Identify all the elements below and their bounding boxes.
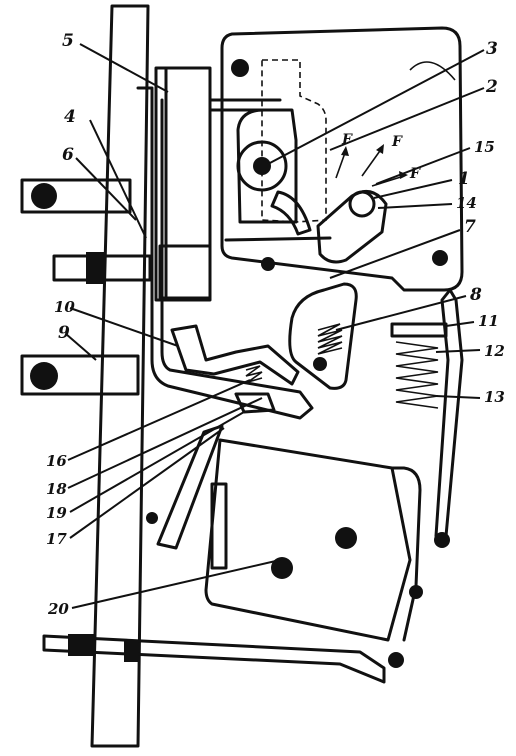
catch-plate bbox=[234, 392, 276, 414]
base-bolt-lower bbox=[271, 557, 293, 579]
pivot-bracket bbox=[236, 108, 298, 224]
callout-17: 17 bbox=[46, 530, 67, 548]
force-label-f-3: F bbox=[409, 166, 421, 182]
callout-8: 8 bbox=[469, 285, 482, 305]
callout-16: 16 bbox=[46, 452, 67, 470]
pivot-bolt-outer bbox=[236, 140, 288, 192]
right-spring bbox=[395, 341, 439, 409]
bracket-bottom bbox=[224, 236, 332, 242]
terminal-upper bbox=[20, 178, 132, 214]
callout-1: 1 bbox=[458, 169, 470, 189]
small-spring bbox=[245, 365, 263, 383]
callout-7: 7 bbox=[464, 217, 476, 237]
base-slot bbox=[210, 482, 228, 570]
coil-block bbox=[154, 66, 212, 302]
callout-13: 13 bbox=[484, 388, 505, 406]
right-rod bbox=[434, 288, 464, 538]
callout-labels: 5 3 2 4 6 15 1 14 7 8 10 9 11 12 13 16 1… bbox=[46, 31, 505, 618]
contact-roller bbox=[348, 190, 376, 218]
callout-14: 14 bbox=[456, 194, 477, 212]
terminal-mid-nut bbox=[86, 252, 104, 284]
callout-5: 5 bbox=[62, 31, 74, 51]
tie-rod-nut-right bbox=[388, 652, 404, 668]
terminal-lower bbox=[20, 354, 140, 396]
callout-11: 11 bbox=[478, 312, 499, 330]
callout-10: 10 bbox=[54, 298, 75, 316]
bottom-tie-rod bbox=[42, 634, 386, 684]
mounting-panel bbox=[90, 4, 150, 748]
dashed-cover bbox=[261, 59, 327, 223]
leader-lines bbox=[65, 43, 485, 609]
lower-linkage bbox=[170, 324, 300, 386]
callout-12: 12 bbox=[484, 342, 505, 360]
callout-2: 2 bbox=[485, 77, 498, 97]
upper-mounting-plate bbox=[220, 26, 464, 292]
callout-3: 3 bbox=[486, 39, 498, 59]
tie-rod-nut-left bbox=[68, 634, 94, 656]
base-bolt-upper bbox=[335, 527, 357, 549]
callout-4: 4 bbox=[64, 107, 76, 127]
callout-6: 6 bbox=[62, 145, 74, 165]
base-block bbox=[204, 438, 412, 642]
spring-lever bbox=[288, 282, 358, 390]
pivot-bolt bbox=[253, 157, 271, 175]
lever-pin bbox=[313, 357, 327, 371]
plate-bolt-right bbox=[432, 250, 448, 266]
force-labels: F F F bbox=[341, 132, 421, 182]
base-bolt-side bbox=[409, 585, 423, 599]
tie-rod-nut-mid bbox=[124, 640, 138, 662]
armature-bar bbox=[136, 86, 314, 420]
upper-spring bbox=[317, 323, 343, 355]
callout-9: 9 bbox=[58, 323, 70, 343]
contact-arm bbox=[316, 190, 388, 264]
bracket-nut bbox=[261, 257, 275, 271]
plate-bolt-top bbox=[231, 59, 249, 77]
link-pin bbox=[146, 512, 158, 524]
force-arrowheads bbox=[341, 144, 408, 179]
force-label-f-2: F bbox=[391, 134, 403, 150]
callout-18: 18 bbox=[46, 480, 67, 498]
rod-nut bbox=[434, 532, 450, 548]
callout-15: 15 bbox=[474, 138, 495, 156]
spring-cap bbox=[390, 322, 448, 338]
base-block-frame bbox=[390, 466, 422, 642]
coil-lower bbox=[158, 244, 212, 300]
terminal-upper-bolt bbox=[31, 183, 57, 209]
callout-20: 20 bbox=[47, 600, 69, 618]
terminal-lower-bolt bbox=[30, 362, 58, 390]
callout-19: 19 bbox=[46, 504, 67, 522]
pivot-lever bbox=[270, 190, 312, 236]
plate-cutout bbox=[409, 61, 456, 81]
force-label-f-1: F bbox=[341, 132, 353, 148]
